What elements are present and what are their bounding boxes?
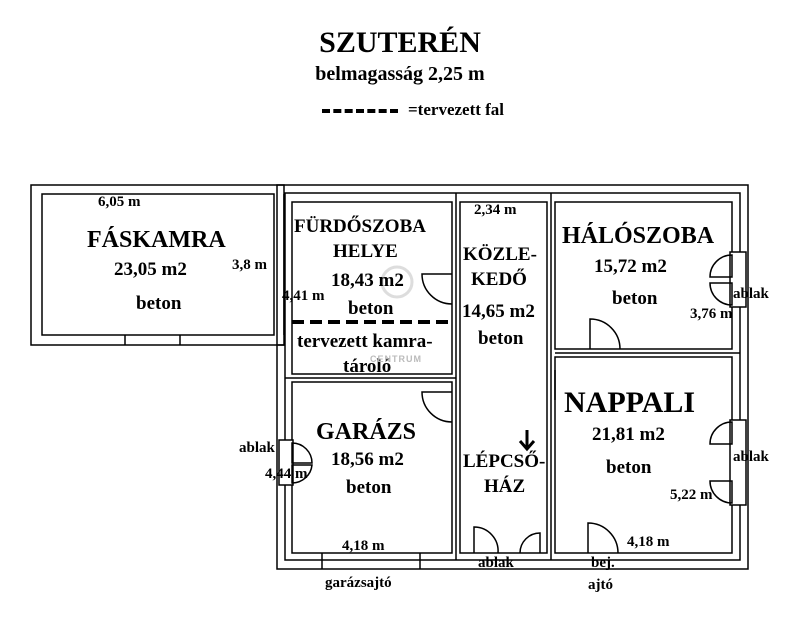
bathroom-name-line1: FÜRDŐSZOBA — [294, 216, 426, 237]
living-room-dim-side: 5,22 m — [670, 487, 713, 503]
stairs-arrow — [518, 430, 536, 452]
bathroom-wall — [291, 201, 453, 375]
living-window-frame — [729, 419, 747, 506]
corridor-width: 2,34 m — [474, 202, 517, 218]
watermark-text: CENTRUM — [370, 354, 422, 364]
garage-floor: beton — [346, 477, 392, 498]
bathroom-area: 18,43 m2 — [331, 270, 404, 291]
corridor-name-line1: KÖZLE- — [463, 244, 537, 265]
garage-area: 18,56 m2 — [331, 449, 404, 470]
bathroom-floor: beton — [348, 298, 394, 319]
bedroom-name: HÁLÓSZOBA — [562, 223, 715, 249]
watermark-logo — [380, 265, 414, 299]
bathroom-door — [421, 273, 453, 305]
entrance-label-line1: bej. — [591, 555, 615, 571]
corridor-floor: beton — [478, 328, 524, 349]
stair-door-left — [473, 526, 499, 554]
ceiling-height: belmagasság 2,25 m — [315, 63, 485, 85]
entrance-label-line2: ajtó — [588, 577, 613, 593]
living-room-area: 21,81 m2 — [592, 424, 665, 445]
corridor-area: 14,65 m2 — [462, 301, 535, 322]
page-title: SZUTERÉN — [319, 26, 481, 59]
bottom-window-label: ablak — [478, 555, 514, 571]
bathroom-name-line2: HELYE — [333, 241, 398, 262]
staircase-line2: HÁZ — [484, 476, 526, 497]
bedroom-area: 15,72 m2 — [594, 256, 667, 277]
entrance-door — [587, 522, 619, 554]
faskamra-inner-wall — [41, 193, 275, 336]
pantry-line2: tároló — [343, 356, 392, 377]
garage-window-label: ablak — [239, 440, 275, 456]
bathroom-dim: 4,41 m — [282, 288, 325, 304]
bedroom-dim: 3,76 m — [690, 306, 733, 322]
faskamra-floor: beton — [136, 293, 182, 314]
living-room-floor: beton — [606, 457, 652, 478]
garage-door-label: garázsajtó — [325, 575, 392, 591]
corridor-wall — [459, 201, 548, 554]
faskamra-width: 6,05 m — [98, 194, 141, 210]
bedroom-window-label: ablak — [733, 286, 769, 302]
main-outer-wall — [276, 184, 749, 570]
staircase-line1: LÉPCSŐ- — [463, 451, 546, 472]
faskamra-area: 23,05 m2 — [114, 259, 187, 280]
living-room-name: NAPPALI — [564, 386, 696, 419]
legend-text: =tervezett fal — [408, 100, 505, 119]
garage-name: GARÁZS — [316, 419, 417, 445]
living-room-window-label: ablak — [733, 449, 769, 465]
legend-dashed-line — [322, 109, 398, 113]
stair-door-right — [519, 532, 541, 554]
garage-door — [421, 391, 453, 423]
pantry-line1: tervezett kamra- — [297, 331, 433, 352]
bedroom-door — [589, 318, 621, 350]
bedroom-floor: beton — [612, 288, 658, 309]
garage-dim-bottom: 4,18 m — [342, 538, 385, 554]
bedroom-window-frame — [729, 251, 747, 308]
faskamra-name: FÁSKAMRA — [87, 227, 226, 253]
main-inner-wall — [284, 192, 741, 561]
corridor-name-line2: KEDŐ — [471, 269, 527, 290]
faskamra-depth: 3,8 m — [232, 257, 267, 273]
living-room-dim-bottom: 4,18 m — [627, 534, 670, 550]
garage-dim-side: 4,44 m — [265, 466, 308, 482]
